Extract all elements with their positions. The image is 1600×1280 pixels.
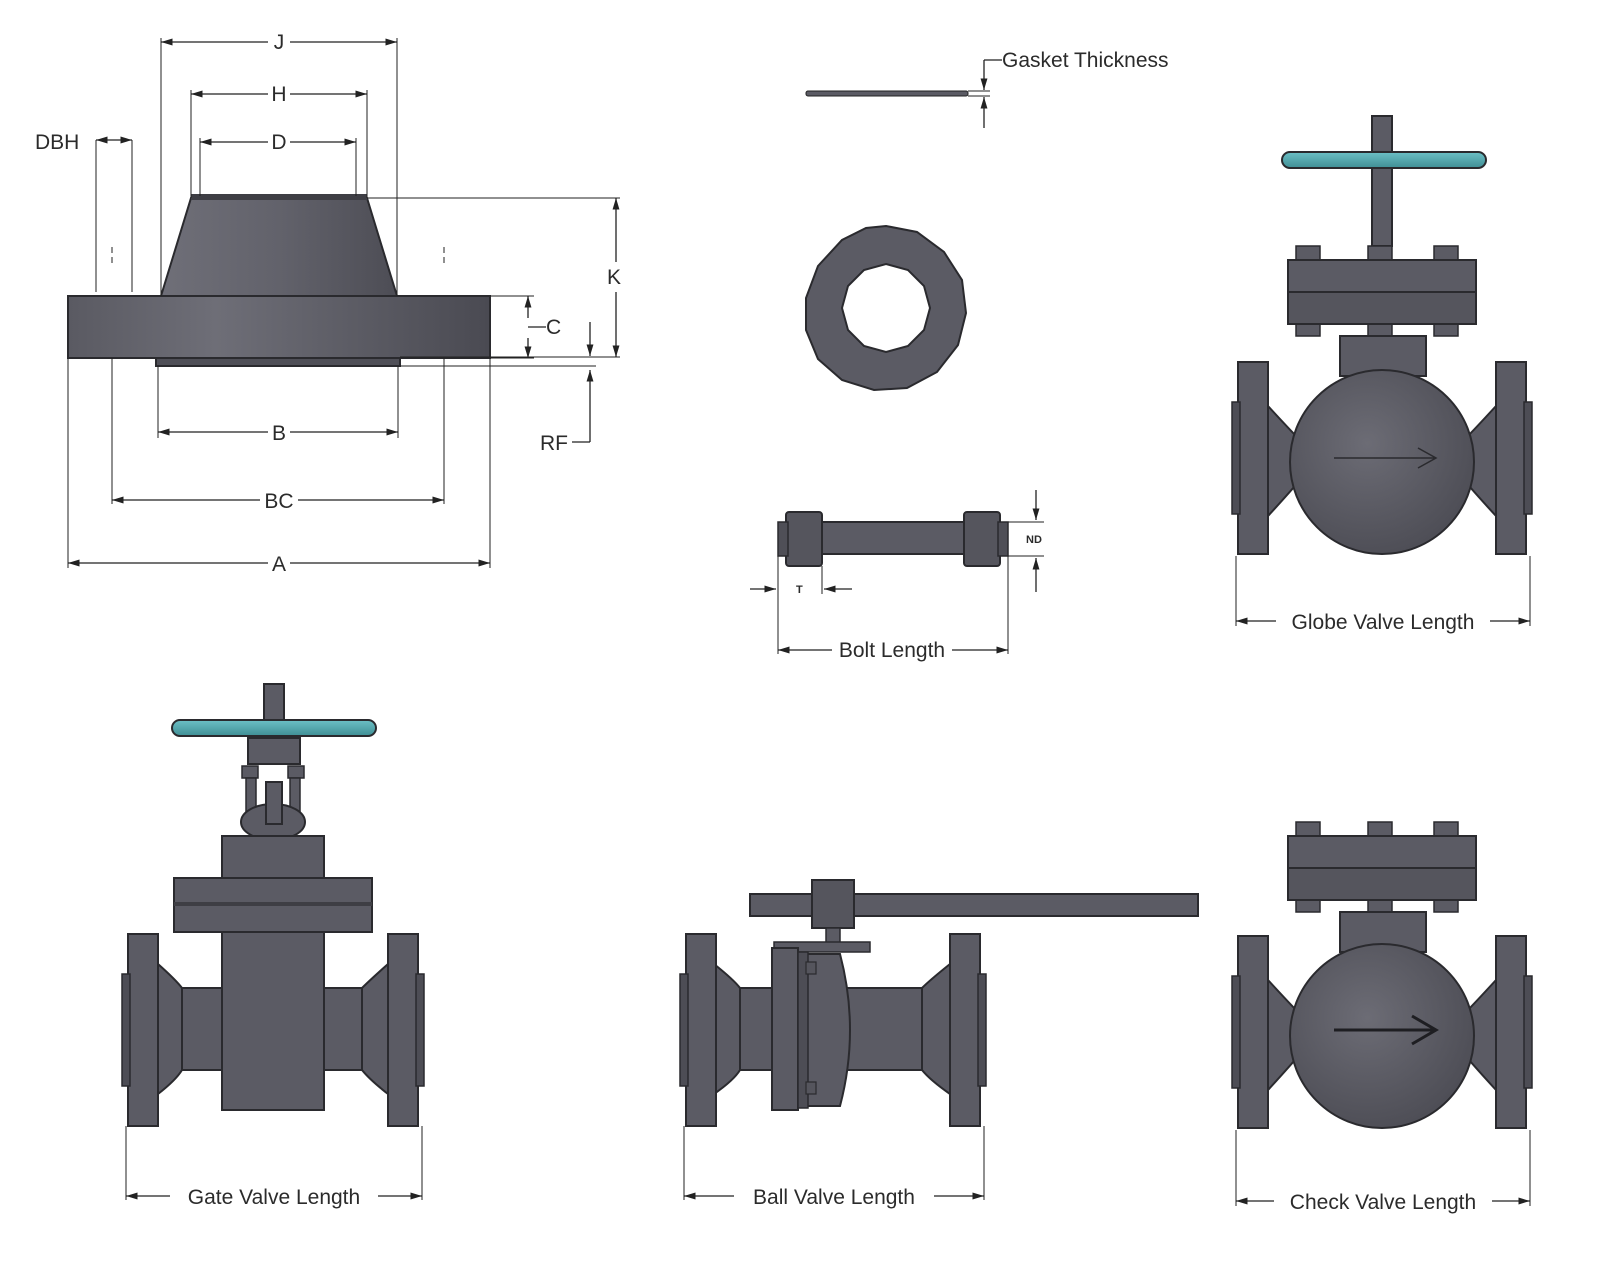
gasket-bore bbox=[840, 262, 932, 354]
ball-valve-length-label: Ball Valve Length bbox=[753, 1186, 915, 1209]
check-cover-flange bbox=[1287, 835, 1477, 869]
gate-valve-length-label: Gate Valve Length bbox=[188, 1186, 360, 1209]
stud-bolt-drawing: ND T Bolt Length bbox=[750, 490, 1044, 662]
bolt-length-label: Bolt Length bbox=[839, 639, 945, 662]
globe-flow-arrow bbox=[1334, 447, 1438, 469]
dim-label-d: D bbox=[271, 131, 286, 154]
dim-label-h: H bbox=[271, 83, 286, 106]
flange-plate bbox=[67, 295, 491, 359]
flange-hub bbox=[159, 197, 399, 297]
globe-valve-drawing: Globe Valve Length bbox=[1231, 115, 1533, 634]
flange-raised-face bbox=[155, 357, 401, 367]
globe-bonnet-flange bbox=[1287, 259, 1477, 293]
gasket-thickness-label: Gasket Thickness bbox=[1002, 49, 1169, 72]
bolt-nd-label: ND bbox=[1026, 534, 1042, 546]
gasket-drawing: Gasket Thickness bbox=[805, 49, 1169, 392]
check-valve-drawing: Check Valve Length bbox=[1231, 821, 1533, 1214]
bolt-t-label: T bbox=[796, 584, 803, 596]
flange-neck-top bbox=[191, 194, 367, 200]
dim-label-rf: RF bbox=[540, 432, 568, 455]
globe-body bbox=[1289, 369, 1475, 555]
gate-body bbox=[221, 931, 325, 1111]
bolt-nut-right bbox=[963, 511, 1001, 567]
dim-label-a: A bbox=[272, 553, 286, 576]
bolt-shaft bbox=[789, 521, 991, 555]
dim-label-j: J bbox=[274, 31, 285, 54]
globe-valve-length-label: Globe Valve Length bbox=[1292, 611, 1475, 634]
gate-handwheel bbox=[171, 719, 377, 737]
bolt-nut-left bbox=[785, 511, 823, 567]
gate-valve-drawing: Gate Valve Length bbox=[121, 683, 425, 1209]
flange-drawing: J H D DBH K C RF bbox=[35, 31, 621, 576]
gasket-edge-view bbox=[805, 90, 969, 97]
dim-label-k: K bbox=[607, 266, 621, 289]
dim-label-c: C bbox=[546, 316, 561, 339]
check-body bbox=[1289, 943, 1475, 1129]
dim-label-bc: BC bbox=[264, 490, 293, 513]
dim-label-b: B bbox=[272, 422, 286, 445]
ball-valve-drawing: Ball Valve Length bbox=[679, 879, 1199, 1209]
dim-label-dbh: DBH bbox=[35, 131, 79, 154]
check-flow-arrow bbox=[1334, 1014, 1439, 1046]
ball-lever bbox=[749, 893, 1199, 917]
globe-handwheel bbox=[1281, 151, 1487, 169]
check-valve-length-label: Check Valve Length bbox=[1290, 1191, 1476, 1214]
